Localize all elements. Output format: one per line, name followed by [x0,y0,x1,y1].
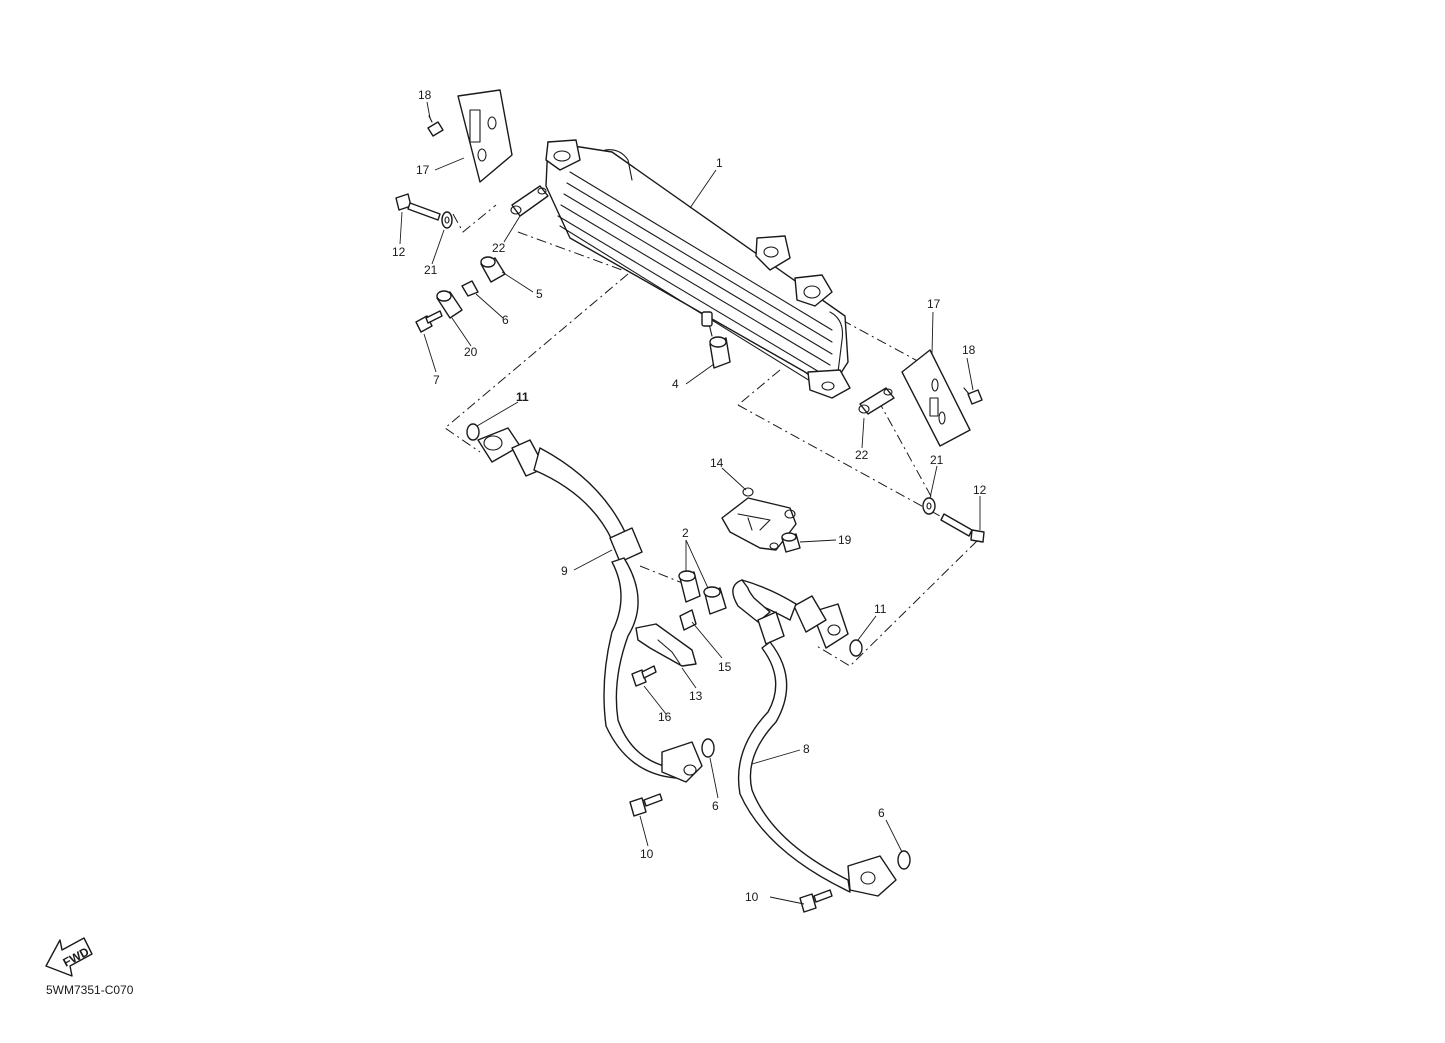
callout-22: 22 [855,448,869,462]
callout-17: 17 [927,297,941,311]
o-ring-11-left [466,423,480,441]
bolt-10-right [799,889,833,913]
callout-3: 4 [672,377,679,391]
collar-5 [461,280,479,297]
grommet-3 [701,311,731,369]
callout-6: 6 [712,799,719,813]
bolt-16 [631,665,657,687]
callout-2: 2 [682,526,689,540]
clamp-13 [635,623,697,667]
damper-20 [436,290,463,319]
grommet-2-b [703,586,727,615]
fwd-arrow-icon: FWD [45,937,93,977]
o-ring-11-right [849,639,863,657]
callout-16: 16 [658,710,672,724]
callout-10: 10 [640,847,654,861]
oil-cooler [545,139,851,399]
callout-20: 20 [464,345,478,359]
bracket-right [901,349,971,447]
callout-21: 21 [930,453,944,467]
callout-14: 14 [710,456,724,470]
callout-9: 9 [561,564,568,578]
callout-4: 5 [536,287,543,301]
clip-22-left [510,185,549,217]
clip-22-right [858,387,895,415]
callout-11: 11 [516,390,529,404]
hose-holder-14 [721,487,797,551]
assembly-boundary-lines [444,204,981,667]
callout-21: 21 [424,263,438,277]
bolt-12-left [395,193,441,221]
leader-lines [399,101,981,905]
callout-18: 18 [418,88,432,102]
bolt-18-left [427,115,444,137]
bolt-7 [415,310,443,333]
callout-22: 22 [492,241,506,255]
bolt-10-left [629,793,663,817]
collar-19 [781,532,801,553]
callout-12: 12 [392,245,406,259]
grommet-2-a [678,570,701,603]
hose-9 [477,427,703,783]
callout-17: 17 [416,163,430,177]
bolt-18-right [963,387,983,405]
callout-7: 7 [433,373,440,387]
callout-10: 10 [745,890,759,904]
washer-21-right [922,497,936,515]
callout-6: 6 [878,806,885,820]
callout-19: 19 [838,533,852,547]
callout-15: 15 [718,660,732,674]
callout-13: 13 [689,689,703,703]
bolt-12-right [940,513,985,543]
callout-18: 18 [962,343,976,357]
hose-8 [732,579,897,897]
callout-11: 11 [874,602,887,616]
drawing-code: 5WM7351-C070 [46,983,134,997]
o-ring-6-right [897,850,911,870]
washer-21-left [441,211,453,229]
callout-1: 1 [716,156,723,170]
callout-12: 12 [973,483,987,497]
bracket-left [457,89,513,183]
callouts: 18 17 1 12 22 21 5 6 20 7 4 17 18 11 22 … [392,88,987,904]
callout-5: 6 [502,313,509,327]
collar-15 [679,609,697,631]
callout-8: 8 [803,742,810,756]
o-ring-6-left [701,738,715,758]
grommet-4 [480,256,506,283]
